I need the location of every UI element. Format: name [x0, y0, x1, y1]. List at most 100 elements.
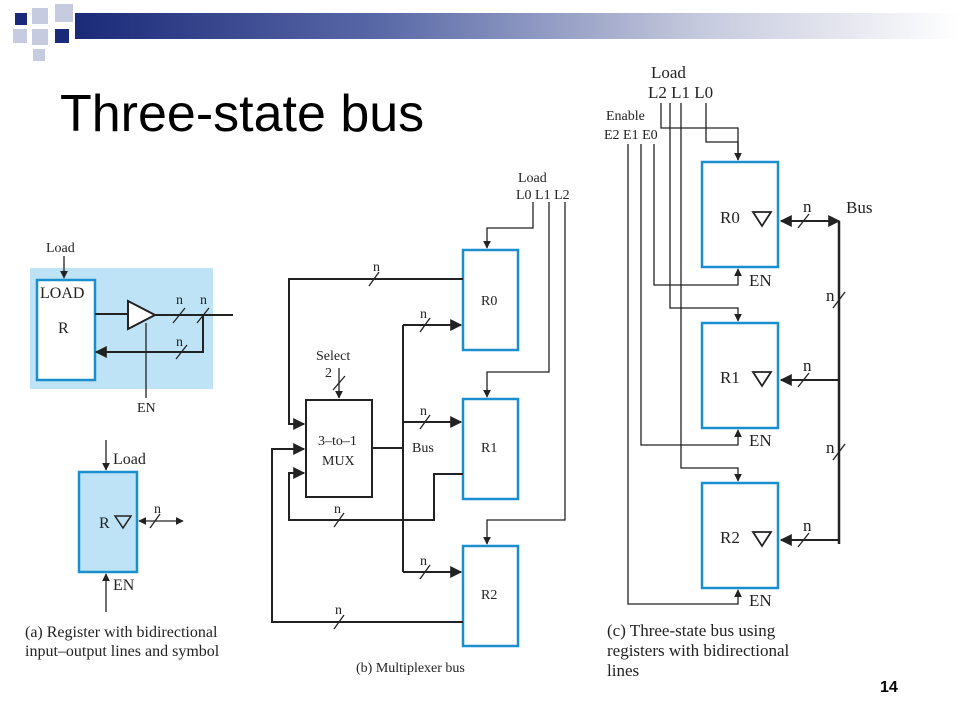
- slash-mark: [797, 532, 810, 548]
- logo-square-navy: [55, 29, 69, 43]
- load-line-to-r1: [669, 103, 742, 322]
- logo-square-navy: [15, 13, 27, 25]
- panel-a-n-label: n: [176, 293, 183, 308]
- panel-b-r0-label: R0: [481, 294, 497, 309]
- page-number: 14: [880, 679, 898, 696]
- logo-square-light: [32, 8, 48, 24]
- panel-c-n-label: n: [803, 516, 812, 535]
- r0-to-mux: [288, 278, 463, 430]
- panel-c-enable-label: Enable: [606, 109, 645, 124]
- register-r0: [461, 248, 520, 352]
- select-label: Select: [316, 349, 350, 364]
- panel-a-n-label: n: [200, 293, 207, 308]
- register-r2: [461, 544, 520, 648]
- enable-line-e1: [640, 144, 742, 446]
- panel-c-n-label: n: [803, 197, 812, 216]
- panel-a-feedback-wire: [94, 315, 204, 358]
- panel-a-caption-line1: (a) Register with bidirectional: [25, 624, 218, 641]
- panel-a-load-label: Load: [46, 241, 75, 256]
- panel-b: Load L0 L1 L2 R0 R1 R2 3–to–1 MUX Select…: [271, 171, 570, 676]
- panel-b-r1-label: R1: [481, 441, 497, 456]
- panel-a: Load LOAD R n n n EN Load R n EN (a) Reg…: [25, 241, 233, 660]
- panel-c-r0-label: R0: [720, 208, 740, 227]
- slash-mark: [149, 513, 161, 529]
- panel-b-caption: (b) Multiplexer bus: [356, 661, 465, 676]
- panel-a-n-label: n: [176, 335, 183, 350]
- load-line-l1: [483, 202, 550, 398]
- mux-label-line1: 3–to–1: [318, 434, 357, 449]
- panel-c-caption-line1: (c) Three-state bus using: [607, 621, 776, 640]
- three-state-triangle-icon: [751, 371, 773, 388]
- panel-c-load-lines-label: L2 L1 L0: [648, 83, 713, 102]
- logo-square-light: [55, 4, 73, 22]
- panel-c-enable-lines-label: E2 E1 E0: [604, 128, 658, 143]
- slash-mark: [333, 614, 345, 630]
- r1-to-mux: [288, 467, 463, 521]
- load-line-l2: [660, 103, 742, 161]
- enable-line-e0: [653, 144, 742, 286]
- panel-c-caption-line3: lines: [607, 661, 639, 680]
- panel-b-load-label: Load: [518, 171, 547, 186]
- panel-c-r2-label: R2: [720, 528, 740, 547]
- n-label: n: [420, 404, 427, 419]
- three-state-triangle-icon: [751, 211, 773, 228]
- load-line-l0: [705, 103, 739, 160]
- n-label: n: [334, 502, 341, 517]
- slash-mark: [832, 443, 846, 461]
- slash-mark: [419, 564, 431, 580]
- page-title: Three-state bus: [60, 85, 425, 143]
- slash-mark: [175, 344, 188, 360]
- panel-c-en-label: EN: [749, 591, 772, 610]
- three-state-buffer-icon: [127, 299, 158, 331]
- panel-c-n-label: n: [803, 356, 812, 375]
- symbol-load-label: Load: [113, 451, 146, 468]
- load-line-l0: [483, 202, 534, 249]
- register-r2: [700, 481, 780, 590]
- panel-c-bus-label: Bus: [846, 198, 872, 217]
- panel-c-load-label: Load: [651, 63, 686, 82]
- slash-mark: [368, 271, 380, 287]
- slash-mark: [832, 291, 846, 309]
- panel-c-en-label: EN: [749, 271, 772, 290]
- slash-mark: [797, 372, 810, 388]
- n-label: n: [420, 554, 427, 569]
- panel-c-caption-line2: registers with bidirectional: [607, 641, 790, 660]
- panel-c-en-label: EN: [749, 431, 772, 450]
- mux-box: [305, 399, 373, 498]
- slash-mark: [332, 375, 346, 391]
- logo-square-light: [33, 49, 45, 61]
- panel-a-en-label: EN: [137, 401, 156, 416]
- mux-label-line2: MUX: [322, 454, 355, 469]
- logo-square-light: [13, 29, 27, 43]
- n-label: n: [373, 260, 380, 275]
- enable-line-e2: [627, 144, 742, 605]
- register-r0: [700, 160, 780, 269]
- panel-c: Load L2 L1 L0 Enable E2 E1 E0 R0 R1 R2 E…: [604, 63, 872, 680]
- panel-c-n-label: n: [826, 286, 835, 305]
- panel-b-load-lines-label: L0 L1 L2: [516, 188, 570, 203]
- load-line-l2: [483, 202, 566, 545]
- panel-b-r2-label: R2: [481, 588, 497, 603]
- panel-a-register-label: R: [58, 320, 69, 337]
- panel-a-load-box-label: LOAD: [40, 285, 84, 302]
- slash-mark: [333, 512, 345, 528]
- n-label: n: [335, 603, 342, 618]
- bus-label: Bus: [412, 441, 434, 456]
- slash-mark: [172, 307, 186, 324]
- panel-c-r1-label: R1: [720, 368, 740, 387]
- register-r1: [700, 321, 780, 430]
- logo-square-light: [32, 29, 48, 45]
- panel-c-n-label: n: [826, 438, 835, 457]
- three-state-triangle-icon: [751, 531, 773, 548]
- n-label: n: [420, 307, 427, 322]
- three-state-triangle-icon: [113, 515, 133, 530]
- r2-to-mux: [271, 443, 463, 623]
- panel-a-caption-line2: input–output lines and symbol: [25, 643, 220, 660]
- symbol-n-label: n: [154, 502, 161, 517]
- slash-mark: [419, 317, 431, 333]
- register-r1: [461, 397, 520, 501]
- header-gradient-bar: [75, 13, 960, 39]
- slash-mark: [419, 414, 431, 430]
- symbol-register-label: R: [99, 515, 110, 532]
